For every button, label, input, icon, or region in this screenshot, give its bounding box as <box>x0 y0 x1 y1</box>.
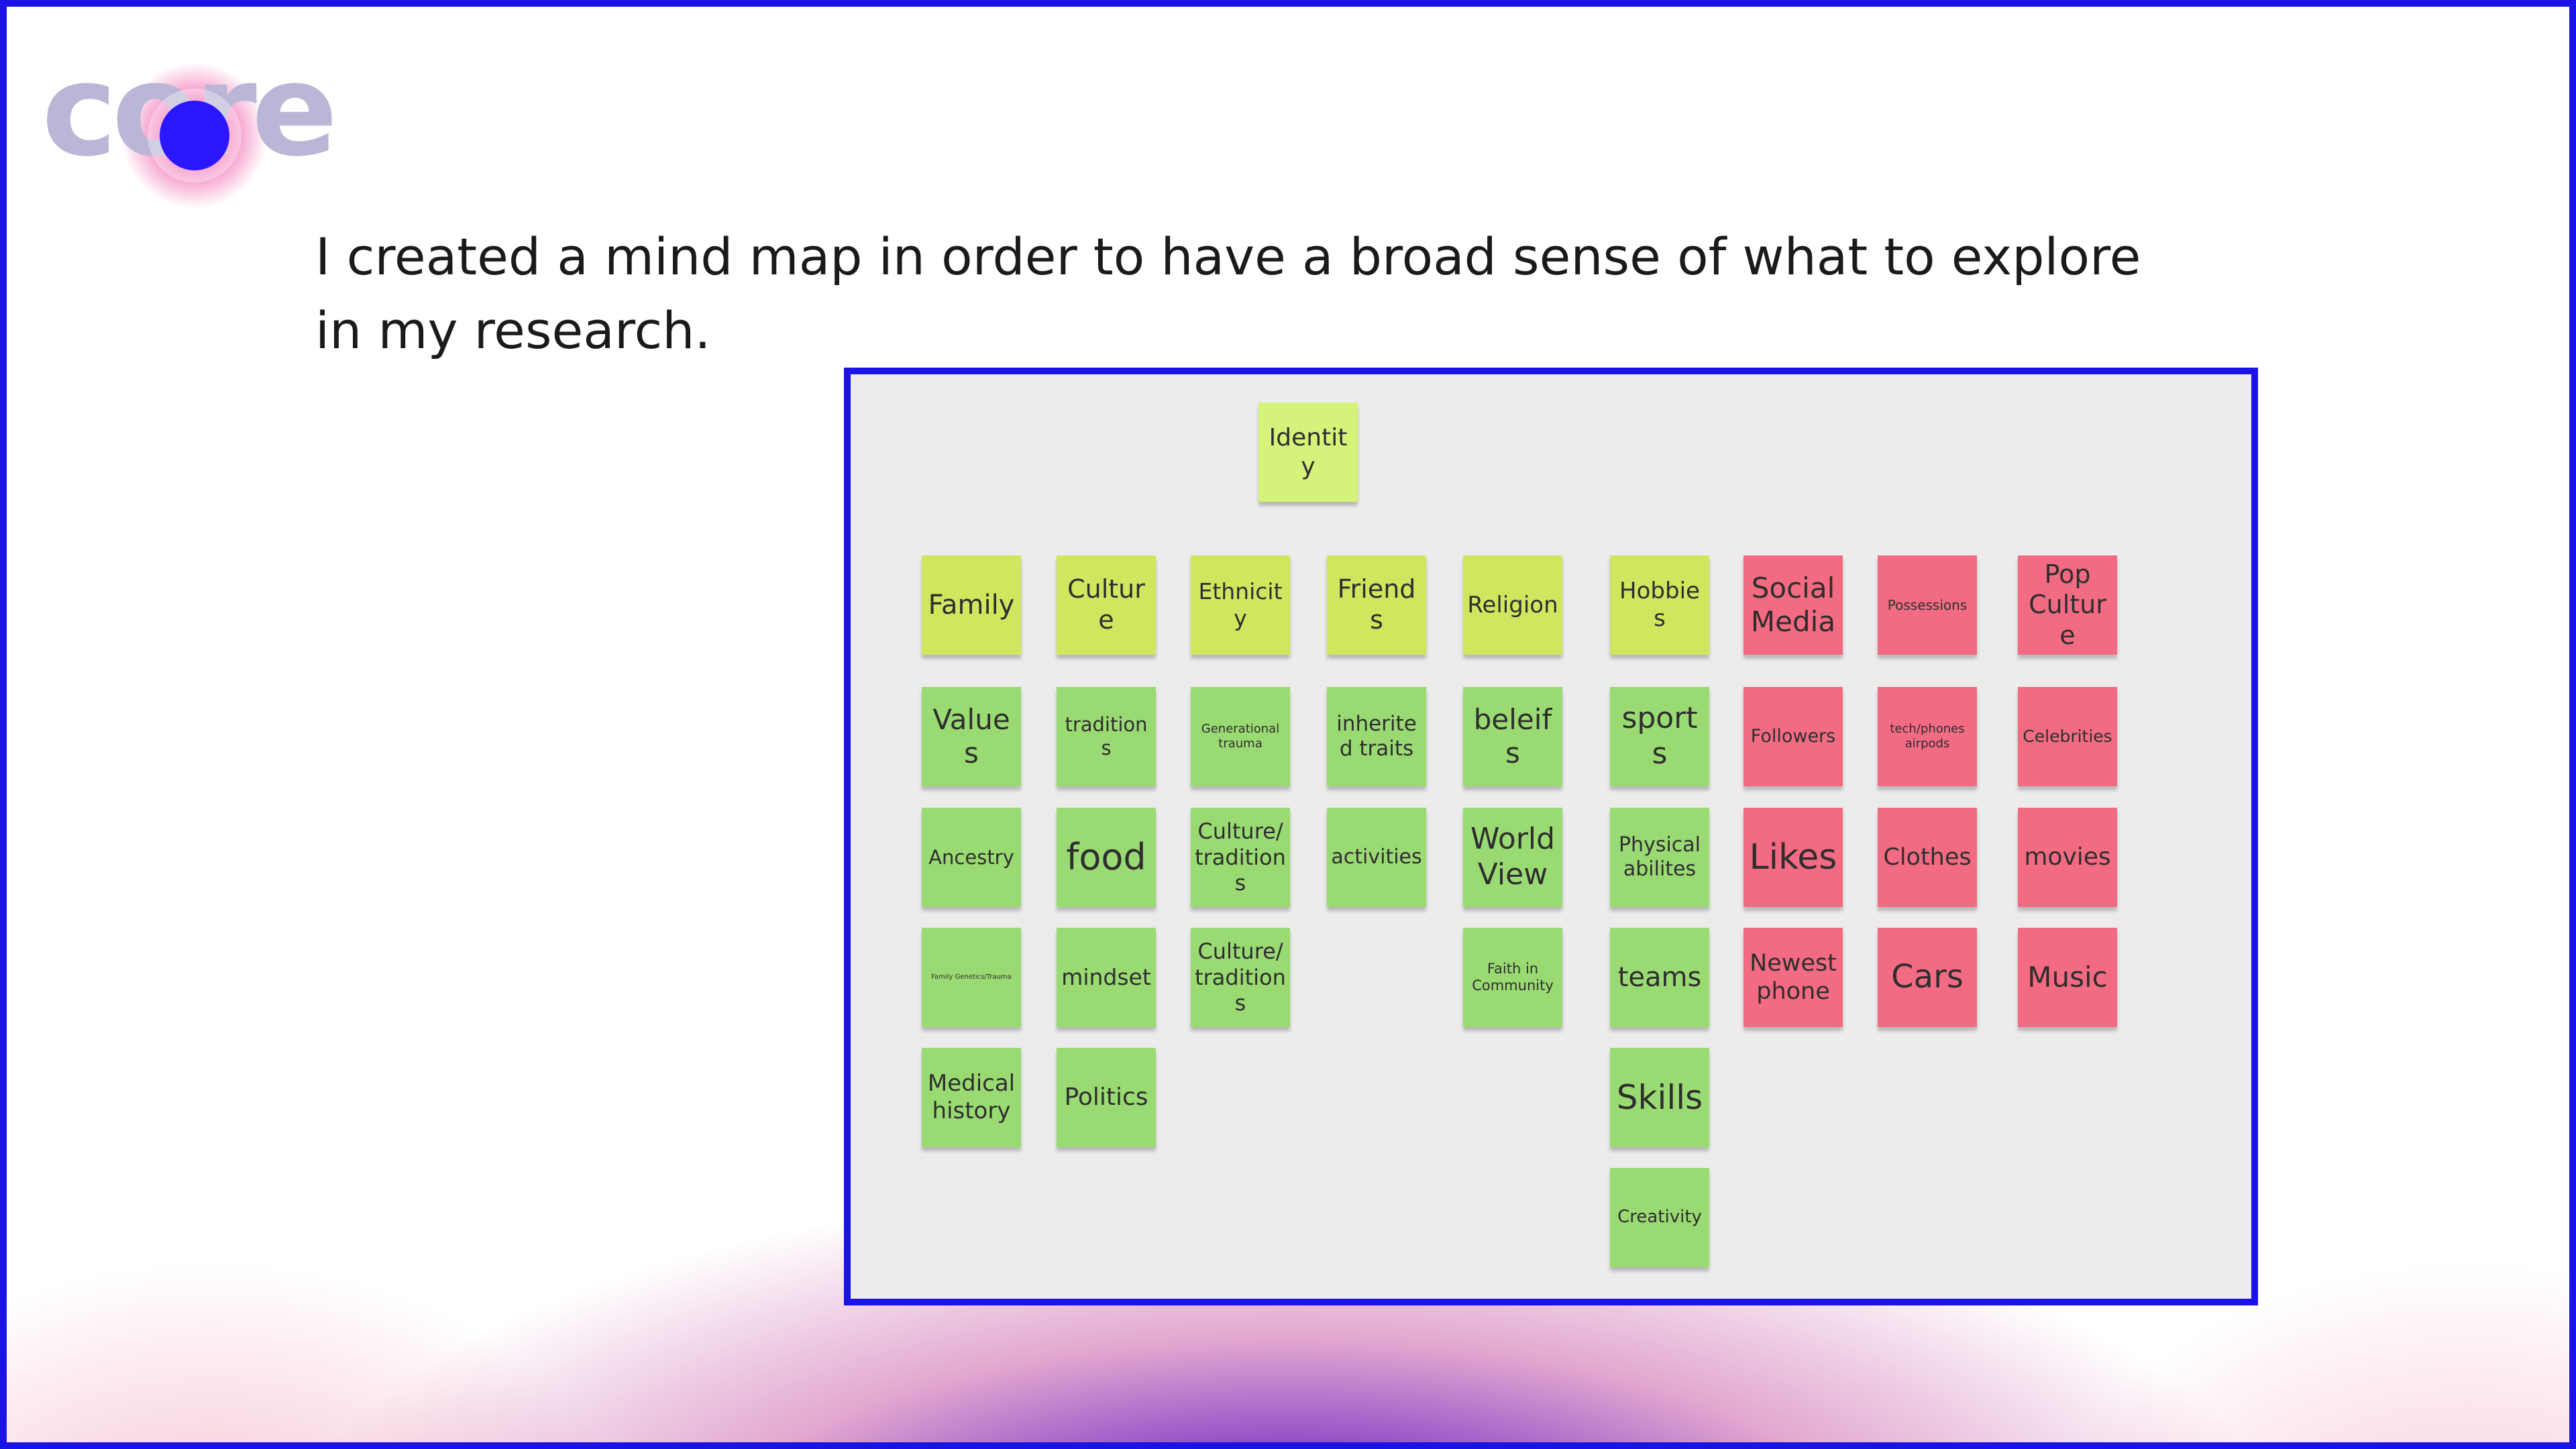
note-header-pop-culture: Pop Culture <box>2018 555 2117 655</box>
note-music: Music <box>2018 928 2117 1027</box>
note-header-ethnicity: Ethnicity <box>1191 555 1290 655</box>
note-mindset: mindset <box>1057 928 1156 1027</box>
note-creativity: Creativity <box>1610 1168 1709 1267</box>
note-identity: Identity <box>1258 402 1358 502</box>
note-followers: Followers <box>1743 687 1843 786</box>
note-teams: teams <box>1610 928 1709 1027</box>
note-celebrities: Celebrities <box>2018 687 2117 786</box>
note-culture-traditions-1: Culture/ tradition s <box>1191 808 1290 907</box>
note-tech-phones-airpods: tech/phones airpods <box>1878 687 1977 786</box>
note-world-view: World View <box>1463 808 1562 907</box>
note-ancestry: Ancestry <box>922 808 1021 907</box>
note-faith-in-community: Faith in Community <box>1463 928 1562 1027</box>
note-values: Values <box>922 687 1021 786</box>
note-food: food <box>1057 808 1156 907</box>
note-skills: Skills <box>1610 1048 1709 1147</box>
note-header-culture: Culture <box>1057 555 1156 655</box>
core-logo: core <box>42 47 338 209</box>
note-header-social-media: Social Media <box>1743 555 1843 655</box>
headline-text: I created a mind map in order to have a … <box>315 227 2141 360</box>
note-header-hobbies: Hobbies <box>1610 555 1709 655</box>
note-medical-history: Medical history <box>922 1048 1021 1147</box>
note-likes: Likes <box>1743 808 1843 907</box>
note-header-religion: Religion <box>1463 555 1562 655</box>
note-cars: Cars <box>1878 928 1977 1027</box>
note-generational-trauma: Generational trauma <box>1191 687 1290 786</box>
note-activities: activities <box>1327 808 1426 907</box>
note-header-possessions: Possessions <box>1878 555 1977 655</box>
note-clothes: Clothes <box>1878 808 1977 907</box>
note-sports: sports <box>1610 687 1709 786</box>
note-header-family: Family <box>922 555 1021 655</box>
note-politics: Politics <box>1057 1048 1156 1147</box>
note-newest-phone: Newest phone <box>1743 928 1843 1027</box>
note-culture-traditions-2: Culture/ tradition s <box>1191 928 1290 1027</box>
note-family-genetics: Family Genetics/Trauma <box>922 928 1021 1027</box>
note-beleifs: beleifs <box>1463 687 1562 786</box>
note-header-friends: Friends <box>1327 555 1426 655</box>
note-movies: movies <box>2018 808 2117 907</box>
mind-map-image: Identity Family Culture Ethnicity Friend… <box>844 368 2258 1305</box>
note-inherited-traits: inherited traits <box>1327 687 1426 786</box>
logo-dot-icon <box>160 101 229 170</box>
note-traditions: traditions <box>1057 687 1156 786</box>
note-physical-abilites: Physical abilites <box>1610 808 1709 907</box>
